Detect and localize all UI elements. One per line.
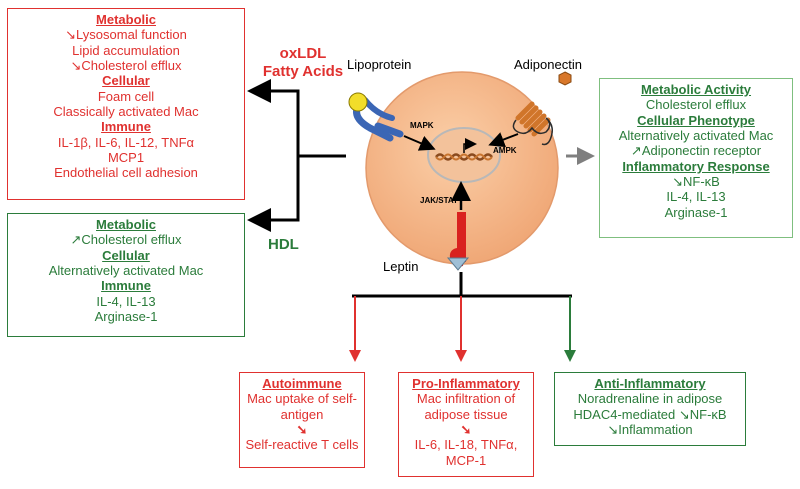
down-arrow-icon: ➘ [296,421,308,437]
adiponectin-heading: Cellular Phenotype [637,112,755,128]
adiponectin-item: ↘NF-κB [672,173,720,189]
oxldl-item: Foam cell [97,88,155,104]
bottom-branch-lines [352,272,572,298]
adiponectin-item: Alternatively activated Mac [618,127,774,143]
autoimmune-line1: Mac uptake of self- [247,391,357,407]
lipoprotein-ball-icon [348,92,368,112]
autoimmune-box: Autoimmune Mac uptake of self- antigen ➘… [239,372,365,468]
proinflammatory-box: Pro-Inflammatory Mac infiltration of adi… [398,372,534,477]
mapk-label: MAPK [410,121,434,130]
oxldl-heading: Metabolic [96,12,156,27]
adiponectin-ligand-icon [558,71,572,86]
autoimmune-line2: antigen [280,406,324,422]
hdl-item: IL-4, IL-13 [96,293,156,309]
adiponectin-heading: Metabolic Activity [640,82,752,97]
antiinflammatory-line1: Noradrenaline in adipose [577,391,723,407]
down-arrow-icon: ➘ [460,421,472,437]
adiponectin-item: Arginase-1 [664,204,728,220]
leptin-ligand-icon [446,257,470,271]
hdl-heading: Immune [101,278,151,294]
ampk-arrow [488,132,519,148]
oxldl-item: Classically activated Mac [53,103,199,119]
proinflammatory-title: Pro-Inflammatory [412,376,520,391]
hdl-item: ↗Cholesterol efflux [70,232,182,248]
left-bracket-arrows [247,79,346,232]
leptin-label: Leptin [383,259,419,274]
hdl-item: Arginase-1 [94,308,158,324]
ampk-label: AMPK [493,146,517,155]
adiponectin-item: Cholesterol efflux [645,97,747,113]
antiinflammatory-line3: ↘Inflammation [607,421,693,437]
proinflammatory-line1: Mac infiltration of [416,391,516,407]
dna-icon [435,153,493,161]
transcription-arrow-icon [463,138,477,153]
lipoprotein-label: Lipoprotein [347,57,412,72]
proinflammatory-line3: IL-6, IL-18, TNFα, [414,437,518,453]
adiponectin-item: IL-4, IL-13 [666,189,726,205]
adiponectin-receptor-icon [512,101,553,146]
oxldl-item: ↘Cholesterol efflux [70,57,182,73]
hdl-heading: Metabolic [96,217,156,232]
antiinflammatory-line2: HDAC4-mediated ↘NF-κB [573,406,727,422]
oxldl-item: Lipid accumulation [72,42,180,58]
mapk-arrow [403,135,436,151]
adiponectin-heading: Inflammatory Response [622,158,770,174]
autoimmune-line3: Self-reactive T cells [245,437,359,453]
antiinflammatory-title: Anti-Inflammatory [594,376,706,391]
hdl-heading: Cellular [102,247,150,263]
oxldl-heading: Immune [101,119,151,135]
jak-stat-label: JAK/STAT [420,196,458,205]
adiponectin-item: ↗Adiponectin receptor [630,143,762,159]
oxldl-item: MCP1 [107,149,145,165]
proinflammatory-line2: adipose tissue [424,406,508,422]
oxldl-label-line2: Fatty Acids [262,63,344,80]
oxldl-heading: Cellular [102,73,150,89]
oxldl-item: IL-1β, IL-6, IL-12, TNFα [57,134,195,150]
oxldl-label-line1: oxLDL [279,45,327,62]
hdl-item: Alternatively activated Mac [48,262,204,278]
oxldl-label: oxLDL Fatty Acids [262,45,344,81]
oxldl-item: ↘Lysosomal function [65,27,187,43]
hdl-label: HDL [268,236,299,253]
proinflammatory-line4: MCP-1 [445,452,487,468]
adiponectin-label: Adiponectin [514,57,582,72]
oxldl-item: Endothelial cell adhesion [54,165,198,181]
antiinflammatory-box: Anti-Inflammatory Noradrenaline in adipo… [554,372,746,446]
autoimmune-title: Autoimmune [262,376,342,391]
